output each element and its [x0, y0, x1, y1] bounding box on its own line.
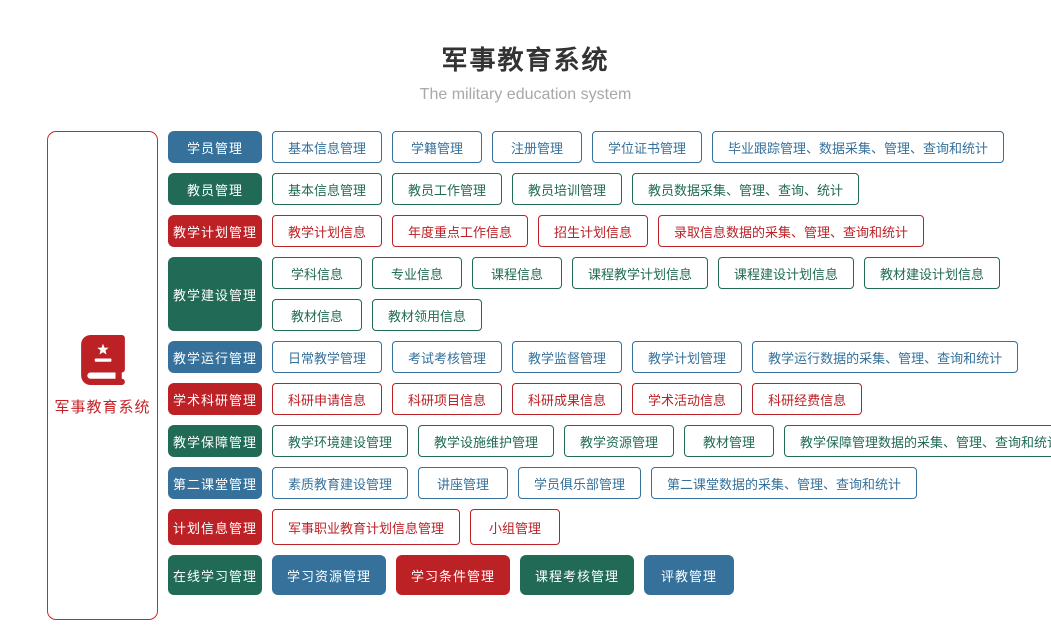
row-line: 基本信息管理教员工作管理教员培训管理教员数据采集、管理、查询、统计: [272, 173, 860, 205]
module-row: 第二课堂管理素质教育建设管理讲座管理学员俱乐部管理第二课堂数据的采集、管理、查询…: [168, 467, 1051, 499]
category-button[interactable]: 学员管理: [168, 131, 262, 163]
sub-item-button[interactable]: 教学运行数据的采集、管理、查询和统计: [752, 341, 1019, 373]
root-label: 军事教育系统: [54, 398, 151, 416]
module-row: 教学计划管理教学计划信息年度重点工作信息招生计划信息录取信息数据的采集、管理、查…: [168, 215, 1051, 247]
module-row: 教学运行管理日常教学管理考试考核管理教学监督管理教学计划管理教学运行数据的采集、…: [168, 341, 1051, 373]
row-lines: 学习资源管理学习条件管理课程考核管理评教管理: [272, 555, 735, 595]
book-star-icon: [80, 334, 125, 385]
sub-item-button[interactable]: 录取信息数据的采集、管理、查询和统计: [658, 215, 925, 247]
sub-item-button[interactable]: 第二课堂数据的采集、管理、查询和统计: [651, 467, 918, 499]
sub-item-button[interactable]: 考试考核管理: [392, 341, 503, 373]
sub-item-button[interactable]: 学位证书管理: [592, 131, 703, 163]
row-line: 教材信息教材领用信息: [272, 299, 1000, 331]
row-lines: 日常教学管理考试考核管理教学监督管理教学计划管理教学运行数据的采集、管理、查询和…: [272, 341, 1019, 373]
row-lines: 科研申请信息科研项目信息科研成果信息学术活动信息科研经费信息: [272, 383, 863, 415]
row-lines: 基本信息管理教员工作管理教员培训管理教员数据采集、管理、查询、统计: [272, 173, 860, 205]
sub-item-button[interactable]: 专业信息: [372, 257, 462, 289]
row-lines: 军事职业教育计划信息管理小组管理: [272, 509, 561, 545]
row-line: 军事职业教育计划信息管理小组管理: [272, 509, 561, 545]
sub-item-button[interactable]: 学术活动信息: [632, 383, 743, 415]
category-button[interactable]: 计划信息管理: [168, 509, 262, 545]
row-lines: 学科信息专业信息课程信息课程教学计划信息课程建设计划信息教材建设计划信息教材信息…: [272, 257, 1001, 331]
sub-item-button[interactable]: 科研申请信息: [272, 383, 383, 415]
sub-item-button[interactable]: 基本信息管理: [272, 173, 383, 205]
sub-item-button[interactable]: 学籍管理: [392, 131, 483, 163]
sub-item-button[interactable]: 素质教育建设管理: [272, 467, 409, 499]
sub-item-button[interactable]: 讲座管理: [418, 467, 509, 499]
sub-item-button[interactable]: 军事职业教育计划信息管理: [272, 509, 461, 545]
category-button[interactable]: 学术科研管理: [168, 383, 262, 415]
module-rows: 学员管理基本信息管理学籍管理注册管理学位证书管理毕业跟踪管理、数据采集、管理、查…: [168, 131, 1051, 605]
category-button[interactable]: 第二课堂管理: [168, 467, 262, 499]
sub-item-button[interactable]: 小组管理: [470, 509, 561, 545]
sub-item-button[interactable]: 科研成果信息: [512, 383, 623, 415]
sub-item-button[interactable]: 招生计划信息: [538, 215, 649, 247]
diagram-layout: 军事教育系统 学员管理基本信息管理学籍管理注册管理学位证书管理毕业跟踪管理、数据…: [0, 131, 1051, 620]
row-lines: 教学计划信息年度重点工作信息招生计划信息录取信息数据的采集、管理、查询和统计: [272, 215, 925, 247]
row-line: 科研申请信息科研项目信息科研成果信息学术活动信息科研经费信息: [272, 383, 863, 415]
sub-item-button[interactable]: 评教管理: [644, 555, 735, 595]
sub-item-button[interactable]: 科研项目信息: [392, 383, 503, 415]
category-button[interactable]: 教学计划管理: [168, 215, 262, 247]
category-button[interactable]: 教员管理: [168, 173, 262, 205]
category-button[interactable]: 教学保障管理: [168, 425, 262, 457]
sub-item-button[interactable]: 学员俱乐部管理: [518, 467, 642, 499]
sub-item-button[interactable]: 教学环境建设管理: [272, 425, 409, 457]
sub-item-button[interactable]: 教学计划管理: [632, 341, 743, 373]
sub-item-button[interactable]: 教材信息: [272, 299, 362, 331]
sub-item-button[interactable]: 课程教学计划信息: [572, 257, 709, 289]
sub-item-button[interactable]: 课程考核管理: [520, 555, 635, 595]
sub-item-button[interactable]: 教材领用信息: [372, 299, 483, 331]
sub-item-button[interactable]: 注册管理: [492, 131, 583, 163]
sub-item-button[interactable]: 教学计划信息: [272, 215, 383, 247]
module-row: 教员管理基本信息管理教员工作管理教员培训管理教员数据采集、管理、查询、统计: [168, 173, 1051, 205]
module-row: 计划信息管理军事职业教育计划信息管理小组管理: [168, 509, 1051, 545]
sub-item-button[interactable]: 教材建设计划信息: [864, 257, 1001, 289]
module-row: 教学保障管理教学环境建设管理教学设施维护管理教学资源管理教材管理教学保障管理数据…: [168, 425, 1051, 457]
sub-item-button[interactable]: 教员培训管理: [512, 173, 623, 205]
row-line: 日常教学管理考试考核管理教学监督管理教学计划管理教学运行数据的采集、管理、查询和…: [272, 341, 1019, 373]
sub-item-button[interactable]: 教学设施维护管理: [418, 425, 555, 457]
sub-item-button[interactable]: 学习条件管理: [396, 555, 511, 595]
sub-item-button[interactable]: 日常教学管理: [272, 341, 383, 373]
row-line: 教学环境建设管理教学设施维护管理教学资源管理教材管理教学保障管理数据的采集、管理…: [272, 425, 1051, 457]
sub-item-button[interactable]: 学科信息: [272, 257, 362, 289]
row-line: 素质教育建设管理讲座管理学员俱乐部管理第二课堂数据的采集、管理、查询和统计: [272, 467, 918, 499]
category-button[interactable]: 在线学习管理: [168, 555, 262, 595]
module-row: 学术科研管理科研申请信息科研项目信息科研成果信息学术活动信息科研经费信息: [168, 383, 1051, 415]
row-lines: 基本信息管理学籍管理注册管理学位证书管理毕业跟踪管理、数据采集、管理、查询和统计: [272, 131, 1005, 163]
sub-item-button[interactable]: 教学资源管理: [564, 425, 675, 457]
page-subtitle: The military education system: [419, 86, 632, 103]
row-lines: 教学环境建设管理教学设施维护管理教学资源管理教材管理教学保障管理数据的采集、管理…: [272, 425, 1051, 457]
sub-item-button[interactable]: 年度重点工作信息: [392, 215, 529, 247]
sub-item-button[interactable]: 学习资源管理: [272, 555, 387, 595]
sub-item-button[interactable]: 课程信息: [472, 257, 562, 289]
sub-item-button[interactable]: 教材管理: [684, 425, 775, 457]
module-row: 学员管理基本信息管理学籍管理注册管理学位证书管理毕业跟踪管理、数据采集、管理、查…: [168, 131, 1051, 163]
root-panel: 军事教育系统: [47, 131, 158, 620]
sub-item-button[interactable]: 毕业跟踪管理、数据采集、管理、查询和统计: [712, 131, 1005, 163]
sub-item-button[interactable]: 教学保障管理数据的采集、管理、查询和统计: [784, 425, 1051, 457]
sub-item-button[interactable]: 教学监督管理: [512, 341, 623, 373]
sub-item-button[interactable]: 基本信息管理: [272, 131, 383, 163]
module-row: 教学建设管理学科信息专业信息课程信息课程教学计划信息课程建设计划信息教材建设计划…: [168, 257, 1051, 331]
sub-item-button[interactable]: 教员数据采集、管理、查询、统计: [632, 173, 860, 205]
sub-item-button[interactable]: 教员工作管理: [392, 173, 503, 205]
sub-item-button[interactable]: 科研经费信息: [752, 383, 863, 415]
page-title: 军事教育系统: [441, 45, 610, 75]
row-line: 学科信息专业信息课程信息课程教学计划信息课程建设计划信息教材建设计划信息: [272, 257, 1001, 289]
module-row: 在线学习管理学习资源管理学习条件管理课程考核管理评教管理: [168, 555, 1051, 595]
sub-item-button[interactable]: 课程建设计划信息: [718, 257, 855, 289]
row-line: 教学计划信息年度重点工作信息招生计划信息录取信息数据的采集、管理、查询和统计: [272, 215, 925, 247]
row-line: 学习资源管理学习条件管理课程考核管理评教管理: [272, 555, 735, 595]
page-header: 军事教育系统 The military education system: [0, 0, 1051, 104]
category-button[interactable]: 教学建设管理: [168, 257, 262, 331]
row-lines: 素质教育建设管理讲座管理学员俱乐部管理第二课堂数据的采集、管理、查询和统计: [272, 467, 918, 499]
category-button[interactable]: 教学运行管理: [168, 341, 262, 373]
row-line: 基本信息管理学籍管理注册管理学位证书管理毕业跟踪管理、数据采集、管理、查询和统计: [272, 131, 1005, 163]
